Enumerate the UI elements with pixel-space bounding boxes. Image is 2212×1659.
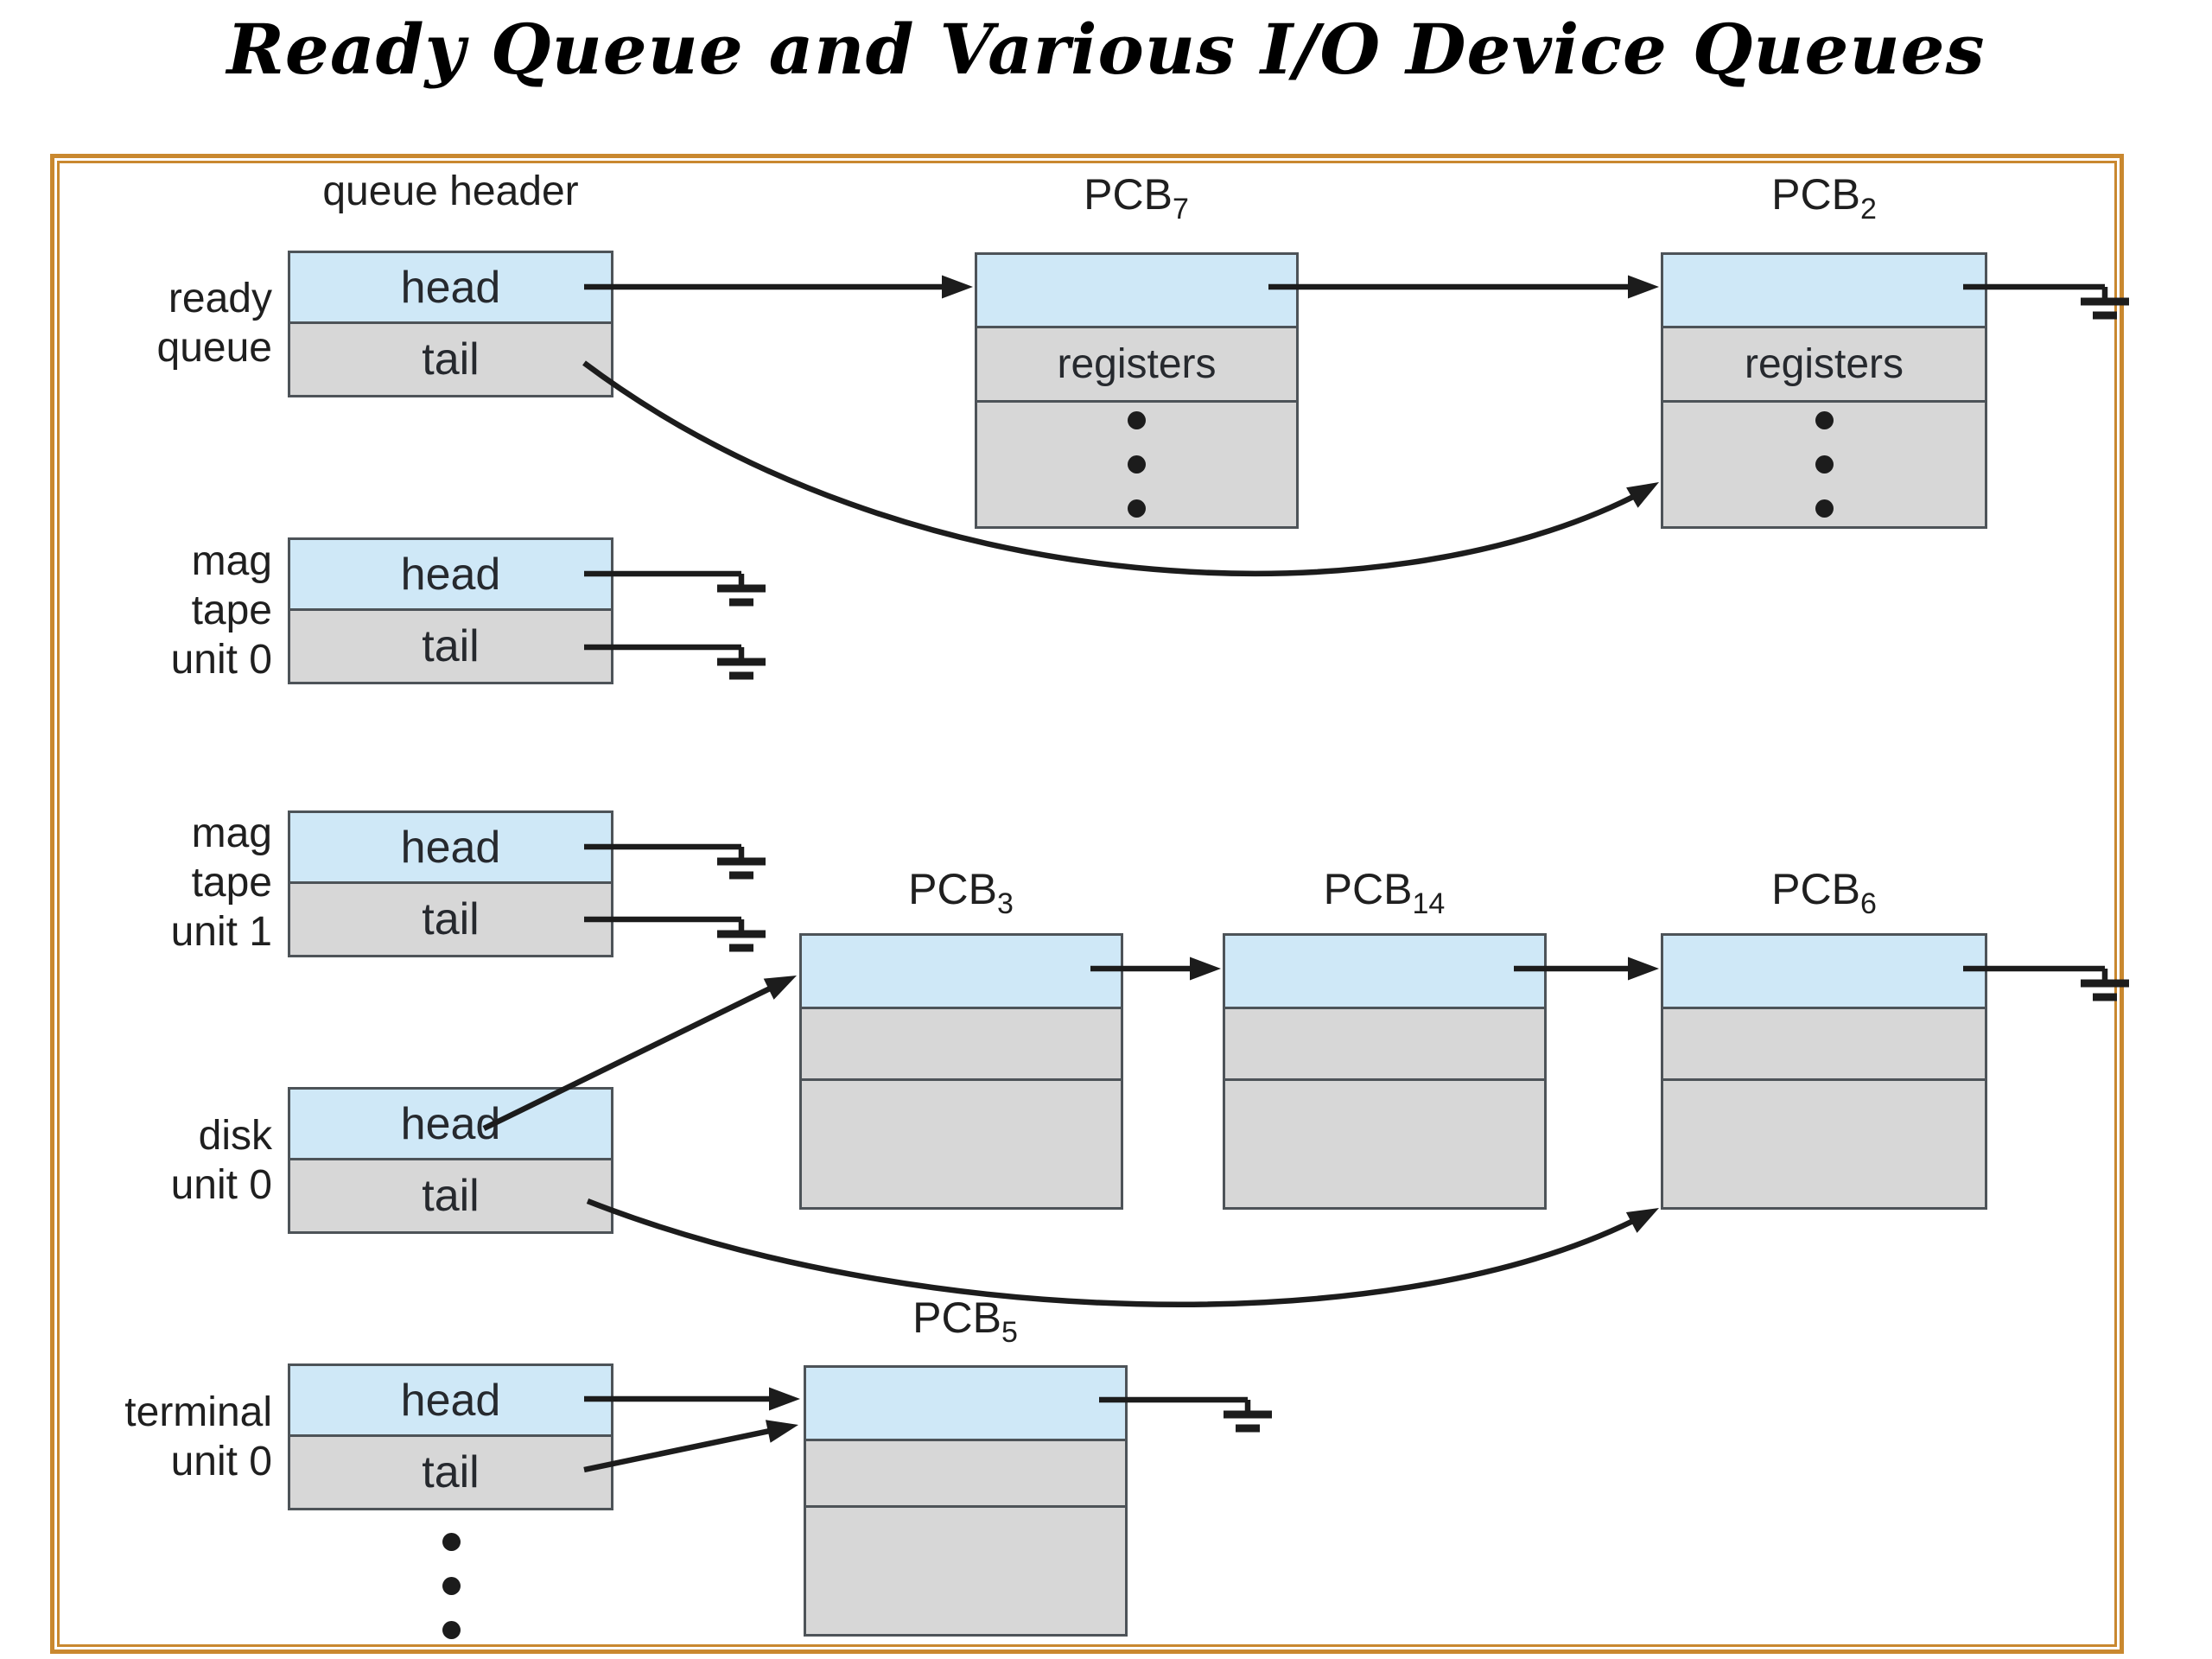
disk-0-head-cell: head <box>290 1090 611 1160</box>
pcb3-body <box>802 1081 1121 1207</box>
pcb2-label: PCB2 <box>1771 170 1877 226</box>
pcb14-section <box>1225 1009 1544 1081</box>
terminal-0-tail-cell: tail <box>290 1437 611 1508</box>
queue-label-ready: ready queue <box>156 276 272 371</box>
mag-tape-1-head-cell: head <box>290 813 611 884</box>
ellipsis-dot <box>442 1577 461 1595</box>
pcb7-body <box>977 403 1296 526</box>
pcb6-section <box>1663 1009 1985 1081</box>
pcb2-pointer-cell <box>1663 255 1985 328</box>
ready-tail-cell: tail <box>290 324 611 395</box>
ready-head-cell: head <box>290 253 611 324</box>
ellipsis-dot <box>1128 455 1146 474</box>
pcb3-section <box>802 1009 1121 1081</box>
queue-label-terminal-0: terminal unit 0 <box>124 1389 272 1484</box>
queue-box-mag-tape-0: head tail <box>288 537 613 684</box>
pcb14-body <box>1225 1081 1544 1207</box>
mag-tape-0-head-cell: head <box>290 540 611 611</box>
ellipsis-dot <box>1128 411 1146 429</box>
diagram-frame <box>50 154 2124 1654</box>
pcb3-box <box>799 933 1123 1210</box>
queue-label-mag-tape-1: mag tape unit 1 <box>170 810 272 955</box>
pcb2-box: registers <box>1661 252 1987 529</box>
ellipsis-dot <box>1128 499 1146 518</box>
queue-label-disk-0: disk unit 0 <box>170 1113 272 1208</box>
mag-tape-0-tail-cell: tail <box>290 611 611 682</box>
pcb7-pointer-cell <box>977 255 1296 328</box>
pcb5-box <box>804 1365 1128 1637</box>
pcb3-pointer-cell <box>802 936 1121 1009</box>
pcb2-body <box>1663 403 1985 526</box>
queue-label-mag-tape-0: mag tape unit 0 <box>170 538 272 683</box>
queue-box-disk-0: head tail <box>288 1087 613 1234</box>
pcb5-body <box>806 1508 1125 1634</box>
pcb7-box: registers <box>975 252 1299 529</box>
ellipsis-dot <box>1815 411 1834 429</box>
disk-0-tail-cell: tail <box>290 1160 611 1231</box>
pcb5-section <box>806 1441 1125 1508</box>
terminal-0-head-cell: head <box>290 1366 611 1437</box>
pcb5-pointer-cell <box>806 1368 1125 1441</box>
pcb7-registers-cell: registers <box>977 328 1296 403</box>
pcb3-label: PCB3 <box>908 865 1014 920</box>
queue-box-ready: head tail <box>288 251 613 397</box>
pcb6-pointer-cell <box>1663 936 1985 1009</box>
queue-box-mag-tape-1: head tail <box>288 810 613 957</box>
queue-header-label: queue header <box>322 168 579 214</box>
ellipsis-dot <box>1815 455 1834 474</box>
queue-list-ellipsis <box>442 1533 461 1639</box>
pcb2-registers-cell: registers <box>1663 328 1985 403</box>
pcb6-body <box>1663 1081 1985 1207</box>
pcb6-label: PCB6 <box>1771 865 1877 920</box>
pcb6-box <box>1661 933 1987 1210</box>
queue-box-terminal-0: head tail <box>288 1363 613 1510</box>
ellipsis-dot <box>442 1621 461 1639</box>
pcb5-label: PCB5 <box>912 1294 1018 1349</box>
pcb14-box <box>1223 933 1547 1210</box>
page-title: Ready Queue and Various I/O Device Queue… <box>226 9 1986 90</box>
pcb7-label: PCB7 <box>1084 170 1189 226</box>
mag-tape-1-tail-cell: tail <box>290 884 611 955</box>
pcb14-label: PCB14 <box>1323 865 1446 920</box>
ellipsis-dot <box>442 1533 461 1551</box>
pcb14-pointer-cell <box>1225 936 1544 1009</box>
ellipsis-dot <box>1815 499 1834 518</box>
